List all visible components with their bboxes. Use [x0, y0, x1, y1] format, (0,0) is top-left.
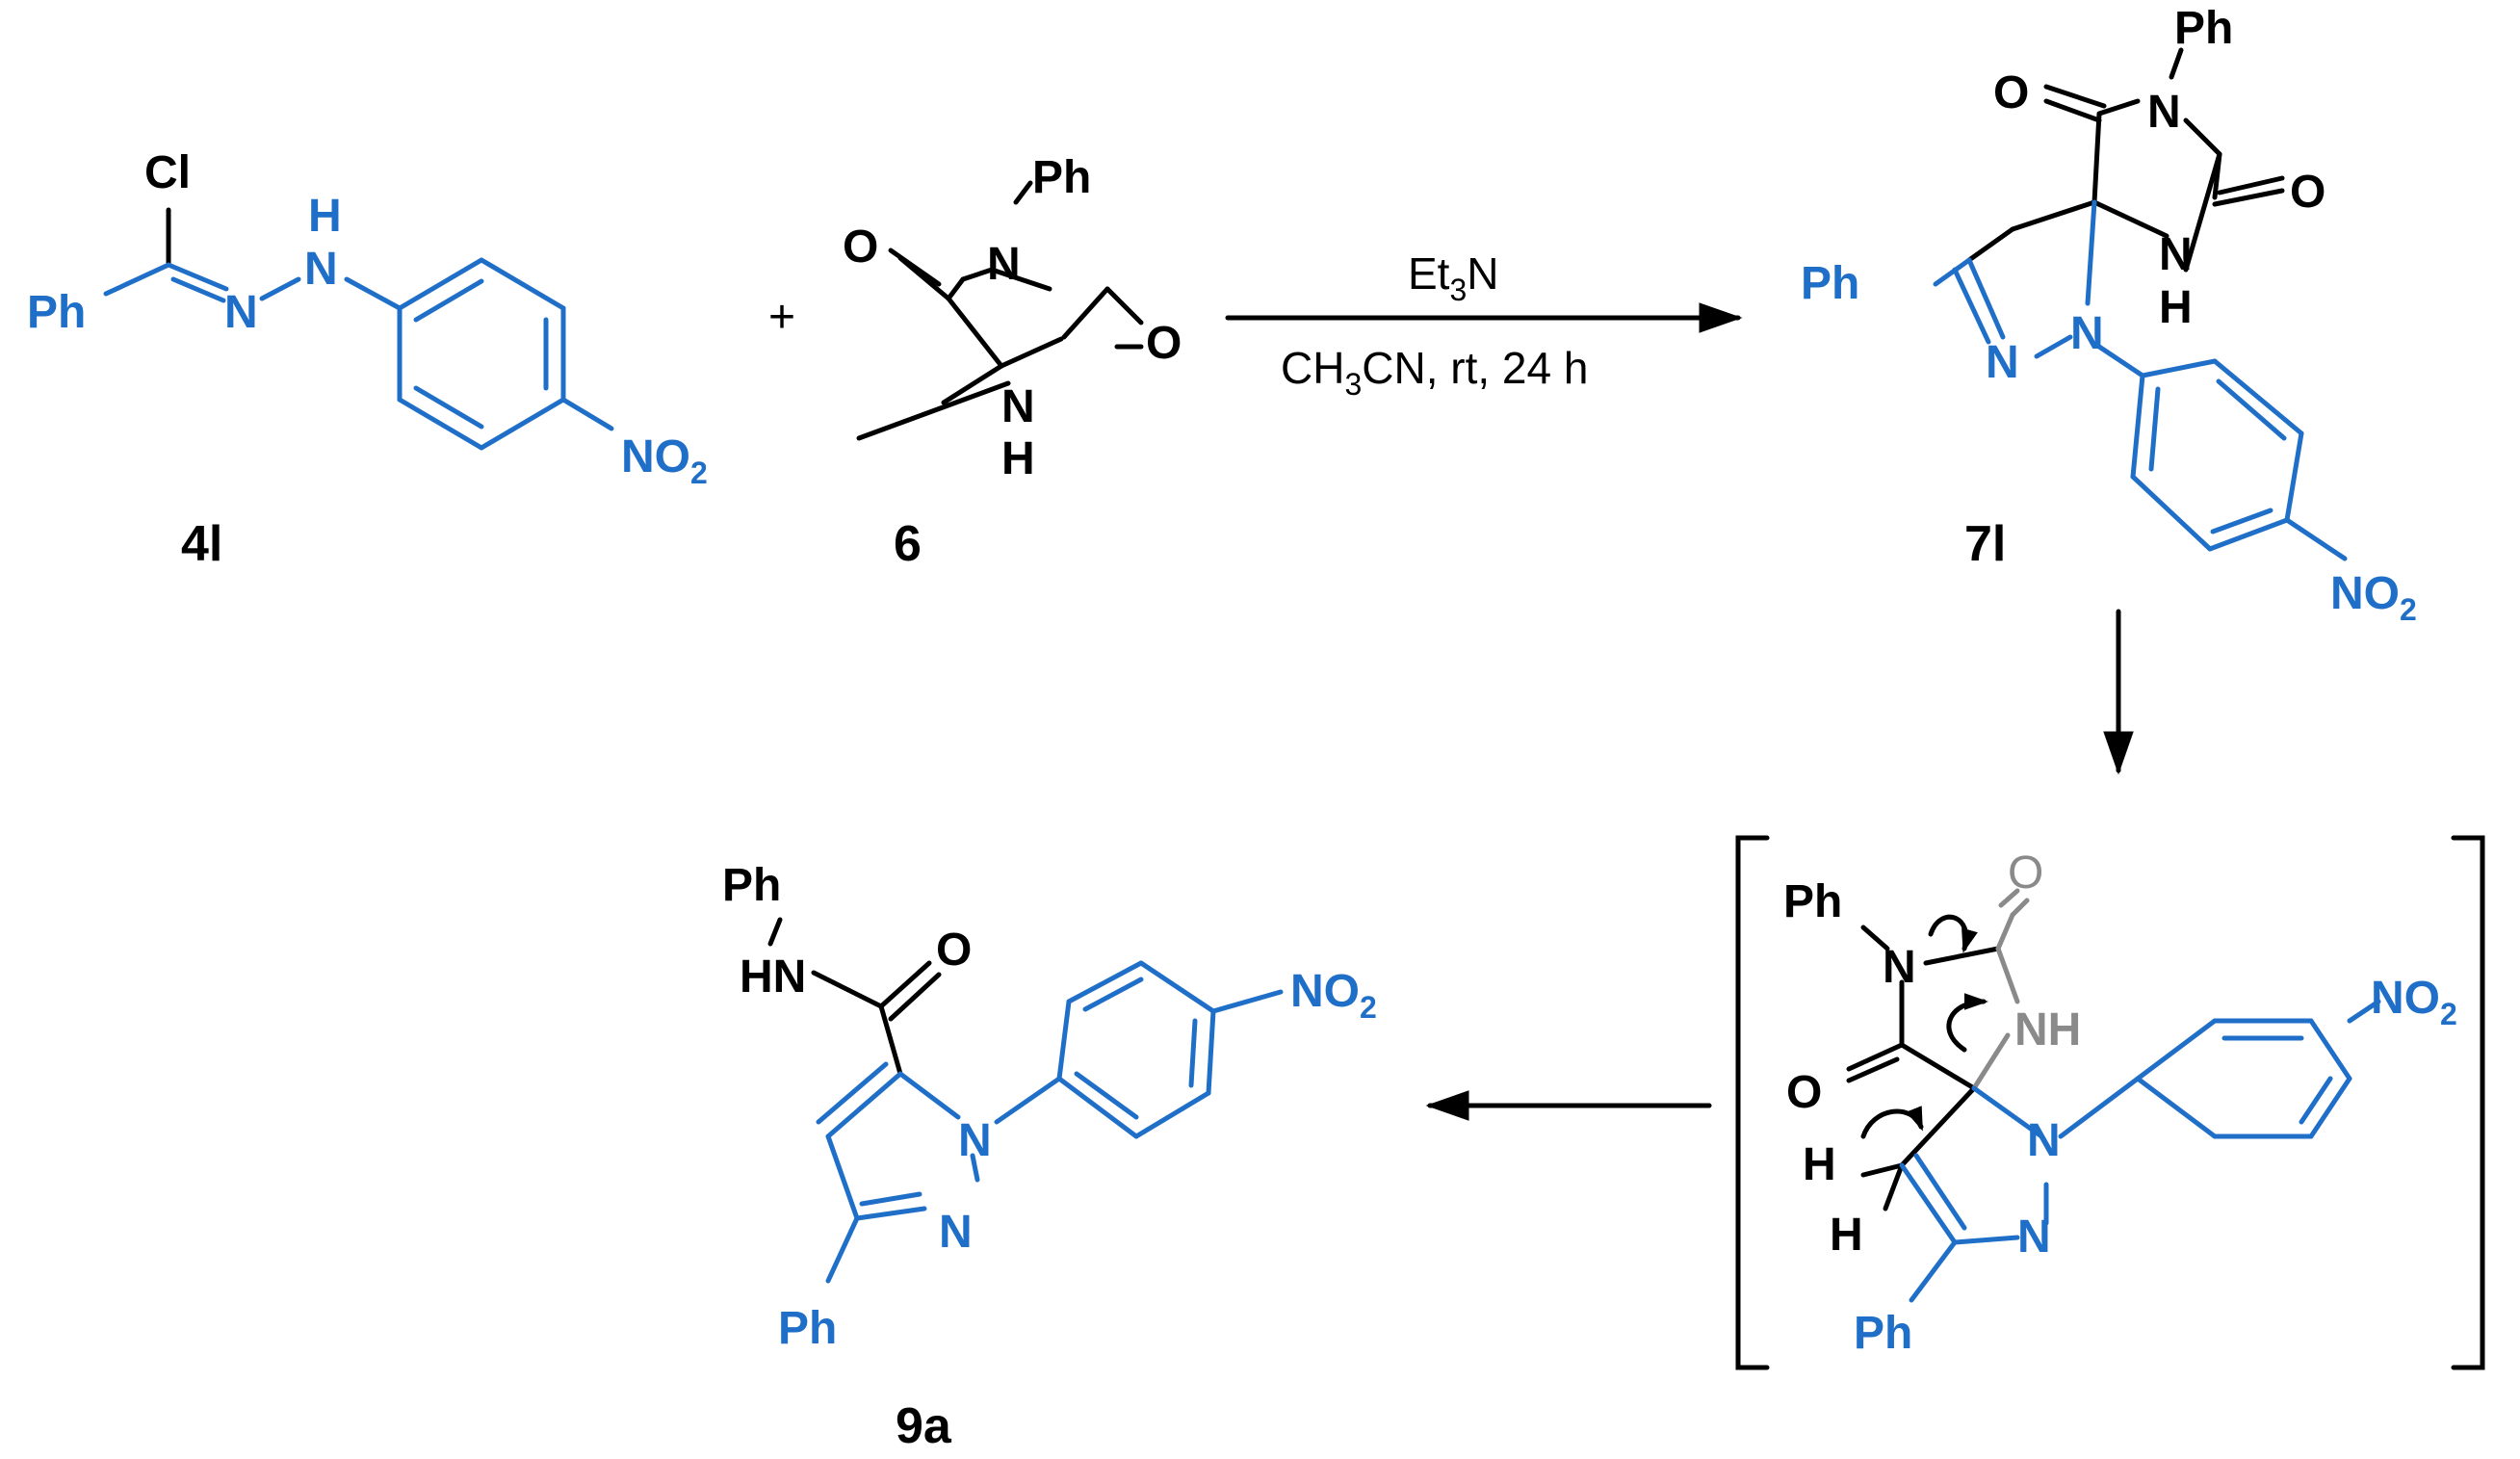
phenyl-group: Ph: [1783, 876, 1842, 927]
phenyl-group: Ph: [778, 1303, 837, 1354]
reaction-arrow-1: Et3N CH3CN, rt, 24 h: [1225, 248, 1743, 402]
curved-arrow: [1928, 914, 1978, 953]
compound-6: Ph O N O N H 6: [843, 152, 1182, 572]
pyrazole-nitrogen: N: [958, 1115, 992, 1166]
compound-7l: Ph O N O N H Ph N N NO2 7l: [1801, 3, 2417, 627]
compound-label-9a: 9a: [896, 1398, 952, 1454]
pyrazoline-nitrogen: N: [2027, 1115, 2061, 1166]
nitro-group: NO2: [2371, 973, 2457, 1031]
curved-arrow: [1946, 993, 1988, 1053]
imide-nitrogen: N: [1883, 942, 1916, 993]
compound-label-6: 6: [894, 516, 922, 572]
compound-4l: Cl Ph N H N NO2 4l: [27, 147, 708, 572]
carbonyl-oxygen: O: [2290, 167, 2325, 218]
left-bracket: [1735, 835, 1770, 1370]
imide-nitrogen: N: [2147, 87, 2181, 138]
phenyl-group: Ph: [1854, 1308, 1912, 1359]
phenyl-group: Ph: [1032, 152, 1091, 203]
hydrogen-atom: H: [1830, 1210, 1863, 1261]
phenyl-group: Ph: [1801, 258, 1859, 309]
carbonyl-oxygen: O: [936, 925, 972, 976]
pyrazoline-nitrogen: N: [1986, 337, 2019, 388]
imide-nitrogen: N: [987, 239, 1021, 290]
pyrazoline-nitrogen: N: [2017, 1211, 2051, 1263]
nitro-group: NO2: [1290, 966, 1377, 1025]
right-bracket: [2451, 835, 2485, 1370]
nitro-group: NO2: [621, 431, 708, 490]
plus-sign: +: [768, 292, 795, 343]
carbonyl-oxygen: O: [1993, 67, 2029, 118]
amide-hydrogen: H: [2159, 282, 2193, 333]
hydrogen-atom: H: [1803, 1139, 1836, 1190]
nitro-group: NO2: [2330, 568, 2417, 627]
curved-arrow: [1860, 1106, 1924, 1139]
amide-nitrogen: N: [1001, 381, 1035, 432]
phenyl-group: Ph: [27, 287, 86, 338]
amide-hydrogen: H: [1001, 433, 1035, 484]
nh-nitrogen-atom: N: [304, 244, 338, 295]
compound-label-4l: 4l: [181, 516, 222, 572]
pyrazoline-nitrogen: N: [2070, 308, 2104, 359]
pyrazole-nitrogen: N: [939, 1207, 973, 1258]
conditions-label: CH3CN, rt, 24 h: [1281, 343, 1588, 402]
carbonyl-oxygen: O: [843, 221, 878, 273]
compound-9a: Ph HN O N N Ph NO2 9a: [722, 860, 1377, 1454]
nitrogen-atom: N: [224, 287, 258, 338]
phenyl-group: Ph: [722, 860, 781, 911]
amide-nitrogen: N: [2159, 229, 2193, 280]
intermediate-structure: Ph N O NH O H H N N Ph NO2: [1735, 835, 2485, 1370]
compound-label-7l: 7l: [1964, 516, 2006, 572]
reagent-label: Et3N: [1408, 248, 1499, 307]
hydrogen-atom: H: [308, 191, 342, 242]
chlorine-atom: Cl: [144, 147, 191, 198]
carbonyl-oxygen: O: [2008, 847, 2043, 899]
amide-nh: NH: [2014, 1004, 2081, 1055]
carbonyl-oxygen: O: [1786, 1067, 1822, 1118]
phenyl-group: Ph: [2174, 3, 2233, 54]
amide-nh: HN: [740, 951, 806, 1003]
carbonyl-oxygen: O: [1146, 318, 1182, 369]
